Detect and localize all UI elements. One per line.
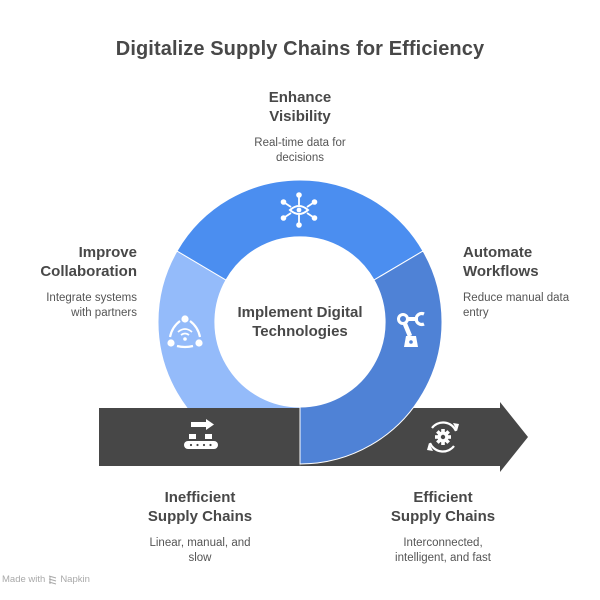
segment-automate-workflows[interactable] bbox=[299, 250, 443, 465]
footer-made-with: Made with bbox=[2, 574, 46, 585]
segment-enhance-visibility[interactable] bbox=[176, 179, 424, 281]
label-description: Interconnected,intelligent, and fast bbox=[395, 537, 491, 564]
footer-attribution: Made with Napkin bbox=[2, 574, 90, 585]
footer-brand[interactable]: Napkin bbox=[60, 574, 90, 585]
gear-cycle-icon bbox=[427, 421, 459, 453]
conveyor-belt-icon bbox=[184, 419, 218, 449]
robot-arm-icon bbox=[397, 311, 425, 347]
eye-network-icon bbox=[280, 192, 318, 228]
collaboration-network-icon bbox=[167, 315, 203, 349]
center-label-line2: Technologies bbox=[252, 323, 348, 340]
center-label-line1: Implement Digital bbox=[237, 304, 363, 321]
center-label: Implement Digital Technologies bbox=[215, 303, 385, 341]
diagram-title: Digitalize Supply Chains for Efficiency bbox=[115, 38, 485, 60]
napkin-logo-icon bbox=[49, 575, 57, 584]
